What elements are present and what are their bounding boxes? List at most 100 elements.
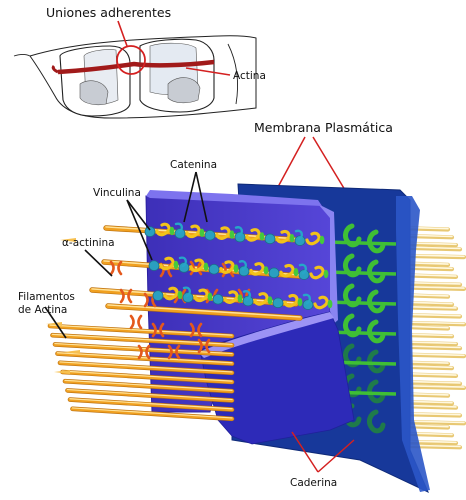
catenin: [219, 260, 235, 274]
catenin-dot: [177, 290, 183, 300]
vinculin: [212, 293, 224, 305]
alpha-actinin: [197, 338, 211, 354]
cadherin-stem: [325, 240, 397, 246]
cadherin: [366, 379, 386, 404]
actin-filament: [48, 324, 234, 338]
vinculin: [238, 265, 250, 277]
catenin: [249, 262, 265, 276]
actin-tip: [60, 238, 76, 242]
catenin: [279, 263, 295, 278]
catenin-link: [298, 263, 308, 275]
catenin-dot: [237, 294, 243, 303]
catenin-dot: [293, 268, 299, 277]
vinculin: [208, 263, 220, 275]
vinculina-label: Vinculina: [93, 187, 141, 199]
actin-tip: [64, 350, 80, 354]
vinculin: [152, 290, 164, 301]
vinculin: [148, 260, 160, 271]
catenin-dot: [263, 266, 269, 275]
alpha-actinin: [151, 322, 165, 338]
catenin-dot: [199, 228, 205, 237]
caderina-pointer-2: [317, 439, 355, 473]
catenin: [163, 286, 179, 301]
actin-filament: [63, 379, 234, 393]
membrana-pointer-right: [312, 136, 346, 191]
pointer-lines: [44, 171, 208, 339]
caderina-pointers: [291, 431, 355, 473]
back-membrane-edge: [396, 196, 430, 492]
actin-filament: [65, 388, 234, 403]
vinculin: [234, 231, 246, 243]
actin-filament: [58, 361, 234, 375]
vinculin: [294, 235, 306, 246]
vinculina-pointer-1: [126, 199, 151, 231]
adherens-callout-circle: [116, 45, 146, 75]
catenin-dot: [267, 296, 273, 305]
cadherin-stem: [325, 270, 397, 276]
actin-filament-highlight: [107, 304, 301, 318]
pale-actin-highlight: [404, 352, 465, 357]
alpha-actinin: [129, 314, 143, 330]
vinculin: [298, 269, 310, 280]
catenin: [189, 258, 205, 273]
adherens-callout-line: [117, 20, 128, 47]
vinculin: [242, 295, 254, 307]
catenin: [309, 265, 325, 280]
caderina-label: Caderina: [290, 477, 337, 489]
pale-actin-highlight: [404, 380, 461, 384]
actin-filament-highlight: [66, 388, 233, 401]
uniones-adherentes-label: Uniones adherentes: [46, 5, 171, 20]
actina-pointer: [185, 67, 231, 76]
catenina-label: Catenina: [170, 159, 217, 171]
catenin-link: [174, 222, 184, 234]
actin-filament: [105, 303, 303, 321]
actin-filament: [55, 351, 234, 366]
cadherin: [366, 289, 386, 314]
catenin-dot: [289, 234, 295, 243]
catenin-link: [242, 290, 252, 301]
vinculin: [174, 228, 186, 239]
vinculin: [144, 226, 156, 237]
catenin: [185, 224, 201, 239]
catenin-dot: [169, 226, 175, 236]
vinculin: [302, 299, 314, 310]
catenin-dot: [173, 260, 179, 270]
cadherin: [366, 229, 386, 254]
actina-label: Actina: [233, 70, 266, 82]
actin-filament-highlight: [61, 370, 233, 382]
alpha-actinin: [119, 288, 133, 304]
cadherin: [366, 319, 386, 344]
catenin-link: [182, 286, 192, 298]
catenin: [159, 256, 175, 271]
catenin: [223, 290, 239, 304]
catenin-link: [302, 293, 312, 305]
filamentos-label: Filamentos: [18, 291, 75, 303]
catenin: [305, 231, 321, 246]
filamentos-pointer: [44, 306, 67, 339]
caderina-pointer-1: [291, 431, 319, 473]
catenin: [245, 228, 261, 242]
vinculin: [268, 267, 280, 279]
catenin-link: [238, 260, 248, 271]
vinculin: [272, 297, 284, 309]
catenin-dot: [259, 232, 265, 241]
actin-filament: [53, 342, 234, 357]
actin-filament-highlight: [49, 324, 233, 336]
cadherin: [366, 409, 386, 434]
catenin-link: [294, 229, 304, 241]
catenin-link: [178, 256, 188, 268]
cell-sketch: [13, 35, 257, 119]
actin-filament-highlight: [56, 352, 233, 364]
actin-filament-highlight: [69, 398, 233, 410]
actin-filament: [60, 370, 234, 384]
alfa-actinina-label: α-actinina: [62, 237, 115, 249]
catenin-dot: [297, 298, 303, 307]
alpha-actinin: [137, 344, 151, 360]
catenin-dot: [319, 235, 325, 245]
catenina-pointer-2: [195, 171, 208, 223]
catenin: [275, 229, 291, 244]
alpha-actinin: [189, 322, 203, 338]
actin-filament-highlight: [54, 342, 233, 355]
catenin: [193, 288, 209, 303]
